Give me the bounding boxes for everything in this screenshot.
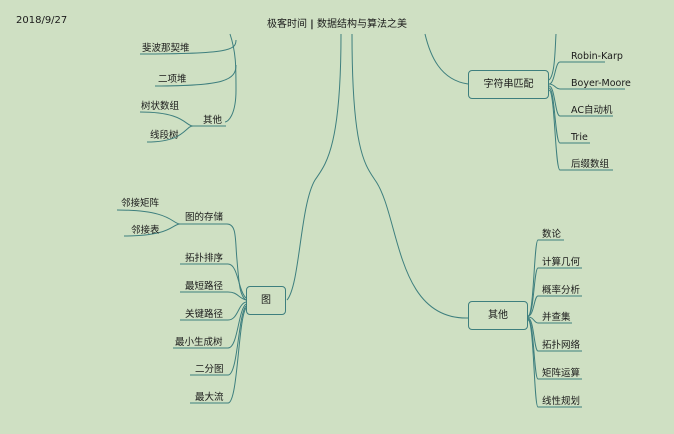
- link-probability: [527, 295, 582, 317]
- node-number-theory: 数论: [542, 229, 562, 240]
- node-minimum-spanning-tree: 最小生成树: [175, 337, 223, 348]
- link-fib-heap: [139, 39, 237, 55]
- link-center-graph: [286, 33, 342, 301]
- link-bipartite: [190, 305, 247, 376]
- node-segment-tree: 线段树: [150, 130, 179, 141]
- link-topo-sort: [180, 263, 247, 299]
- link-adj-list: [123, 223, 181, 237]
- node-linear-programming: 线性规划: [542, 396, 581, 407]
- node-fibonacci-heap: 斐波那契堆: [142, 43, 190, 54]
- node-suffix-array: 后缀数组: [571, 159, 610, 170]
- link-center-right: [351, 33, 469, 319]
- page-title: 极客时间 | 数据结构与算法之美: [0, 15, 674, 30]
- date-label: 2018/9/27: [16, 15, 68, 26]
- node-union-find: 并查集: [542, 312, 571, 323]
- link-topo-network: [527, 317, 582, 352]
- link-boyer-moore: [548, 83, 625, 90]
- link-adj-matrix: [116, 209, 181, 225]
- link-geometry: [527, 267, 582, 317]
- link-union-find: [527, 316, 572, 324]
- link-string-top: [548, 33, 557, 81]
- node-trie: Trie: [571, 132, 588, 143]
- link-segment-tree: [146, 125, 194, 143]
- link-left-top-trunk: [224, 33, 237, 123]
- node-shortest-path: 最短路径: [185, 281, 224, 292]
- node-computational-geometry: 计算几何: [542, 257, 581, 268]
- node-ac-automaton: AC自动机: [571, 105, 613, 116]
- node-robin-karp: Robin-Karp: [571, 51, 623, 62]
- link-ac: [548, 85, 613, 117]
- link-mst: [173, 303, 247, 349]
- node-binary-indexed-tree: 树状数组: [141, 101, 180, 112]
- link-matrix: [527, 318, 582, 380]
- node-matrix-operations: 矩阵运算: [542, 368, 581, 379]
- node-bipartite-graph: 二分图: [195, 364, 224, 375]
- link-shortest-path: [180, 291, 247, 301]
- node-max-flow: 最大流: [195, 392, 224, 403]
- link-max-flow: [190, 307, 247, 404]
- link-number-theory: [527, 239, 564, 317]
- node-topology-network: 拓扑网络: [542, 340, 581, 351]
- node-binomial-heap: 二项堆: [158, 74, 187, 85]
- node-critical-path: 关键路径: [185, 309, 224, 320]
- node-string-matching: 字符串匹配: [468, 70, 549, 99]
- title-course: 极客时间: [266, 19, 307, 30]
- node-graph: 图: [246, 286, 286, 315]
- link-binomial-heap: [154, 64, 237, 87]
- link-robin-karp: [548, 61, 605, 85]
- link-bit: [139, 111, 194, 127]
- link-trie: [548, 87, 590, 144]
- node-adjacency-matrix: 邻接矩阵: [121, 198, 160, 209]
- title-subject: 数据结构与算法之美: [317, 19, 408, 30]
- node-other-right: 其他: [468, 301, 528, 330]
- link-critical-path: [180, 301, 247, 321]
- node-boyer-moore: Boyer-Moore: [571, 78, 631, 89]
- node-topological-sort: 拓扑排序: [185, 253, 224, 264]
- link-center-string: [424, 33, 469, 85]
- link-storage-underline: [180, 223, 247, 301]
- node-other-left: 其他: [203, 115, 223, 126]
- title-separator: |: [310, 19, 314, 30]
- link-lp: [527, 319, 582, 408]
- node-probability-analysis: 概率分析: [542, 285, 581, 296]
- node-adjacency-list: 邻接表: [131, 225, 160, 236]
- link-suffix-array: [548, 89, 613, 171]
- node-graph-storage: 图的存储: [185, 212, 224, 223]
